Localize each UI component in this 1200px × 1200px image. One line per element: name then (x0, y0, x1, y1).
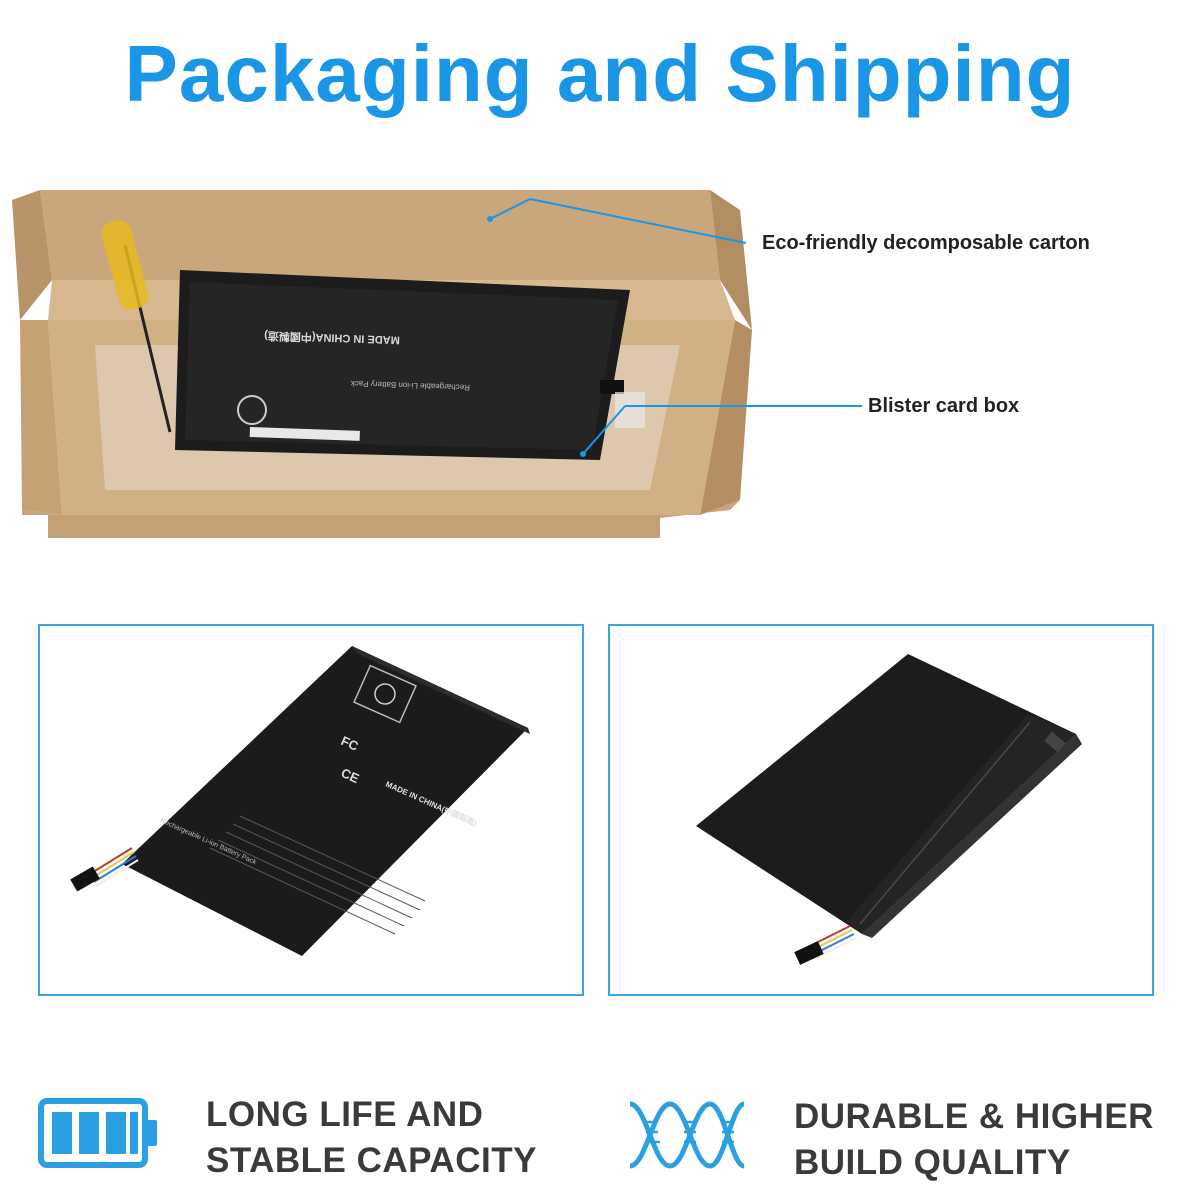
recycle-icon (374, 683, 396, 705)
recycle-symbol (237, 395, 267, 425)
battery-pack-type-text: Rechargeable Li-ion Battery Pack (350, 379, 470, 392)
page-title: Packaging and Shipping (124, 29, 1076, 118)
carton-wall-right (700, 320, 752, 515)
battery-front-view: FC CE MADE IN CHINA(中國製造) Rechargeable L… (70, 646, 530, 956)
carton-lid-side-right (710, 190, 752, 330)
feature-long-life: LONG LIFE AND STABLE CAPACITY (206, 1092, 537, 1184)
battery-connector (70, 847, 139, 892)
screwdriver-handle (101, 220, 149, 310)
battery-back-view (696, 654, 1082, 965)
callout-label-blister: Blister card box (868, 395, 1020, 417)
battery-back-connector (794, 925, 857, 965)
carton-illustration: MADE IN CHINA(中國製造) Rechargeable Li-ion … (12, 190, 862, 538)
callout-dot-blister (580, 451, 586, 457)
battery-barcode-label (249, 427, 360, 441)
feature-durable-line1: DURABLE & HIGHER (794, 1097, 1154, 1136)
feature-durable: DURABLE & HIGHER BUILD QUALITY (794, 1094, 1154, 1186)
battery-full-icon (38, 1098, 160, 1173)
feature-long-life-line2: STABLE CAPACITY (206, 1141, 537, 1180)
callout-label-carton: Eco-friendly decomposable carton (762, 232, 1090, 254)
feature-long-life-line1: LONG LIFE AND (206, 1095, 484, 1134)
panel-battery-back (608, 624, 1154, 996)
ce-mark: CE (339, 765, 362, 786)
feature-durable-line2: BUILD QUALITY (794, 1143, 1071, 1182)
carton-lid (40, 190, 720, 280)
battery-back-body (696, 654, 1082, 938)
callout-dot-carton (487, 216, 493, 222)
fc-mark: FC (339, 733, 361, 754)
battery-made-in-text: MADE IN CHINA(中國製造) (264, 329, 400, 348)
recycle-box (353, 664, 417, 724)
battery-front-body: FC CE MADE IN CHINA(中國製造) Rechargeable L… (122, 646, 530, 956)
panel-battery-front: FC CE MADE IN CHINA(中國製造) Rechargeable L… (38, 624, 584, 996)
twisted-cable-icon (624, 1092, 750, 1183)
carton-photo: MADE IN CHINA(中國製造) Rechargeable Li-ion … (0, 170, 1200, 540)
carton-lid-side (12, 190, 52, 320)
